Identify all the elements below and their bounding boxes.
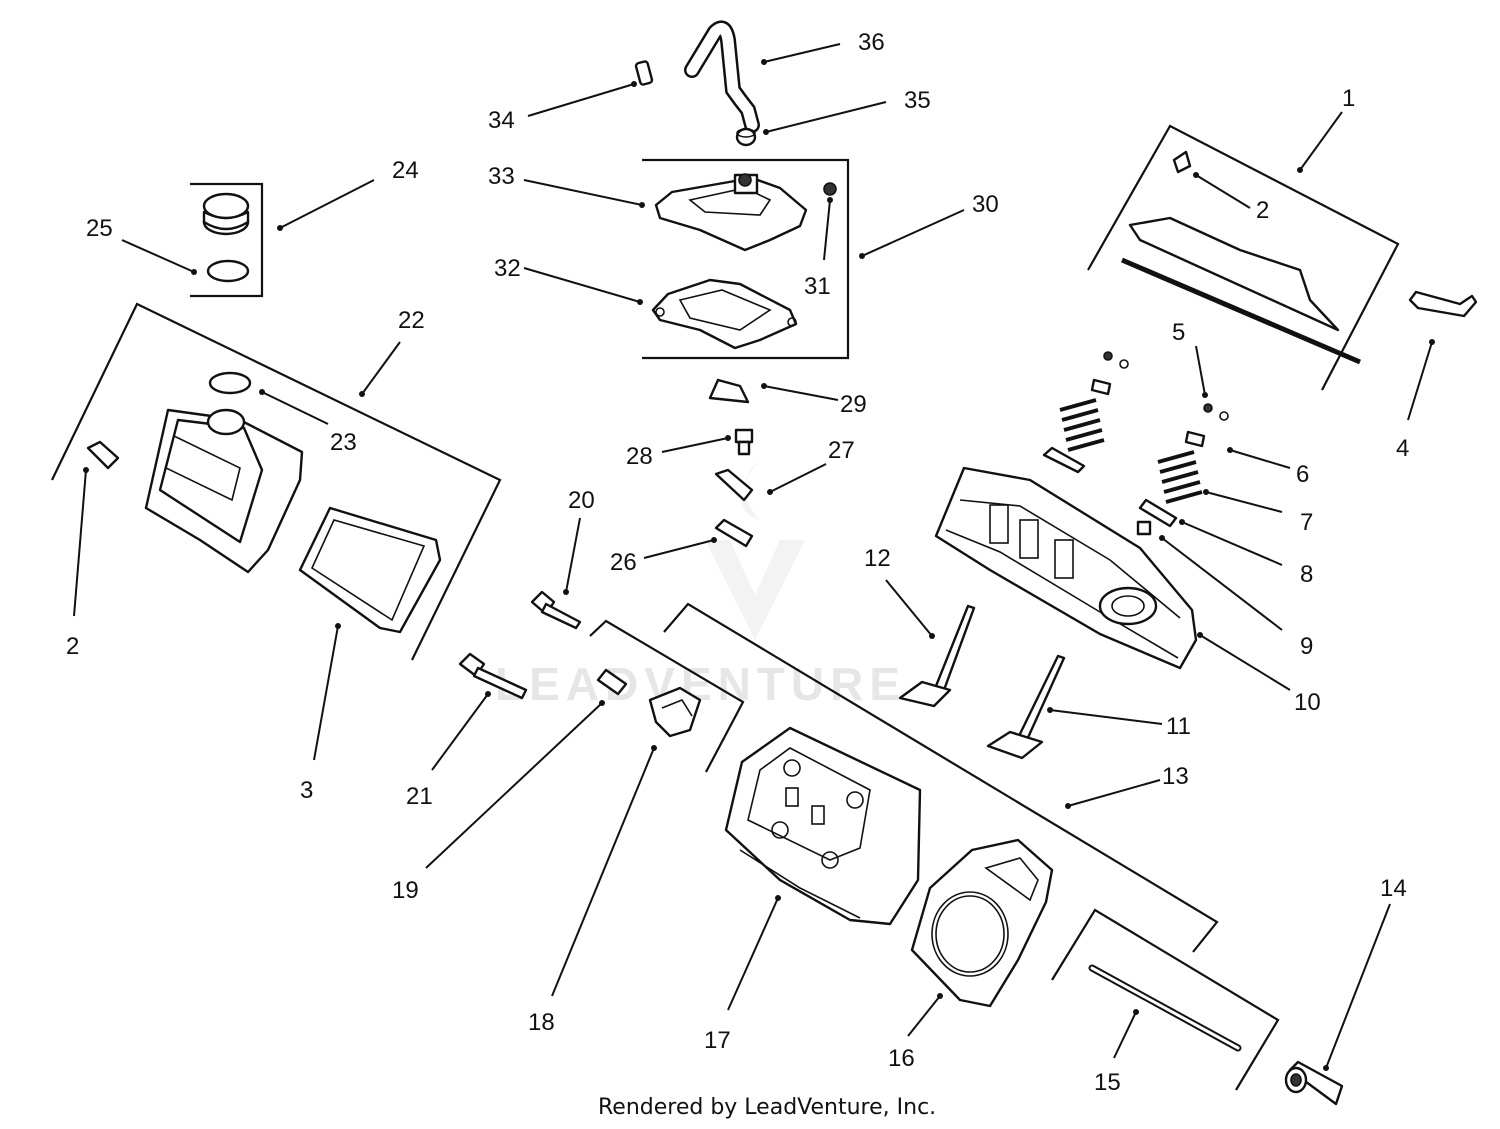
plug-19	[596, 668, 628, 696]
leader-dots	[83, 59, 1435, 1071]
cover-gasket	[298, 506, 442, 634]
bolt-20	[530, 590, 582, 630]
callout-11: 11	[1166, 713, 1191, 740]
head-gasket	[910, 838, 1054, 1008]
callout-23: 23	[330, 429, 357, 456]
callout-24: 24	[392, 157, 419, 184]
callout-22: 22	[398, 307, 425, 334]
callout-21: 21	[406, 783, 433, 810]
callout-19: 19	[392, 877, 419, 904]
callout-34: 34	[488, 107, 515, 134]
breather-cover	[654, 173, 808, 252]
callout-30: 30	[972, 191, 999, 218]
callout-15: 15	[1094, 1069, 1121, 1096]
rocker-housing	[934, 466, 1198, 670]
callout-8: 8	[1300, 561, 1313, 588]
callout-18: 18	[528, 1009, 555, 1036]
oil-fill-cap	[202, 192, 250, 236]
lifter-14	[1284, 1060, 1344, 1106]
callout-12: 12	[864, 545, 891, 572]
breather-tube	[684, 20, 760, 133]
callout-13: 13	[1162, 763, 1189, 790]
clamp-35	[735, 127, 757, 147]
callout-36: 36	[858, 29, 885, 56]
callout-17: 17	[704, 1027, 731, 1054]
valve-12	[898, 604, 976, 708]
callout-3: 3	[300, 777, 313, 804]
callout-4: 4	[1396, 435, 1409, 462]
screw-2-left	[86, 440, 120, 470]
bolt-21	[458, 652, 528, 700]
bolt-28	[734, 428, 754, 456]
leader-lines	[73, 43, 1433, 1069]
callout-10: 10	[1294, 689, 1321, 716]
callout-28: 28	[626, 443, 653, 470]
push-rod	[1088, 964, 1242, 1052]
callout-33: 33	[488, 163, 515, 190]
callout-5: 5	[1172, 319, 1185, 346]
valve-springs	[1042, 351, 1229, 536]
callout-31: 31	[804, 273, 831, 300]
bracket-4	[1408, 290, 1478, 318]
callout-32: 32	[494, 255, 521, 282]
watermark-logo	[705, 460, 805, 640]
callout-20: 20	[568, 487, 595, 514]
callout-29: 29	[840, 391, 867, 418]
stop-26	[714, 518, 754, 548]
callout-2-left: 2	[66, 633, 79, 660]
callout-14: 14	[1380, 875, 1407, 902]
callout-35: 35	[904, 87, 931, 114]
callout-9: 9	[1300, 633, 1313, 660]
retainer-27	[714, 468, 754, 502]
reed-29	[708, 378, 750, 404]
callout-16: 16	[888, 1045, 915, 1072]
callout-6: 6	[1296, 461, 1309, 488]
callout-25: 25	[86, 215, 113, 242]
callout-26: 26	[610, 549, 637, 576]
callout-27: 27	[828, 437, 855, 464]
cylinder-head	[724, 726, 922, 926]
screw-31	[823, 182, 837, 196]
deflector-18	[648, 686, 702, 738]
callout-1: 1	[1342, 85, 1355, 112]
callout-7: 7	[1300, 509, 1313, 536]
o-ring-25	[206, 259, 250, 283]
o-ring-23	[208, 371, 252, 395]
fitting-34	[634, 60, 654, 86]
valve-11	[986, 654, 1066, 760]
valve-cover	[144, 408, 304, 574]
rocker-cover	[1121, 150, 1361, 365]
callout-2-top: 2	[1256, 197, 1269, 224]
group-frames	[51, 124, 1400, 1091]
callout-numbers: 1 2 2 3 4 5 6 7 8 9 10 11 12 13 14 15 16…	[66, 29, 1409, 1096]
credit-line: Rendered by LeadVenture, Inc.	[598, 1095, 936, 1120]
breather-plate	[651, 278, 798, 350]
